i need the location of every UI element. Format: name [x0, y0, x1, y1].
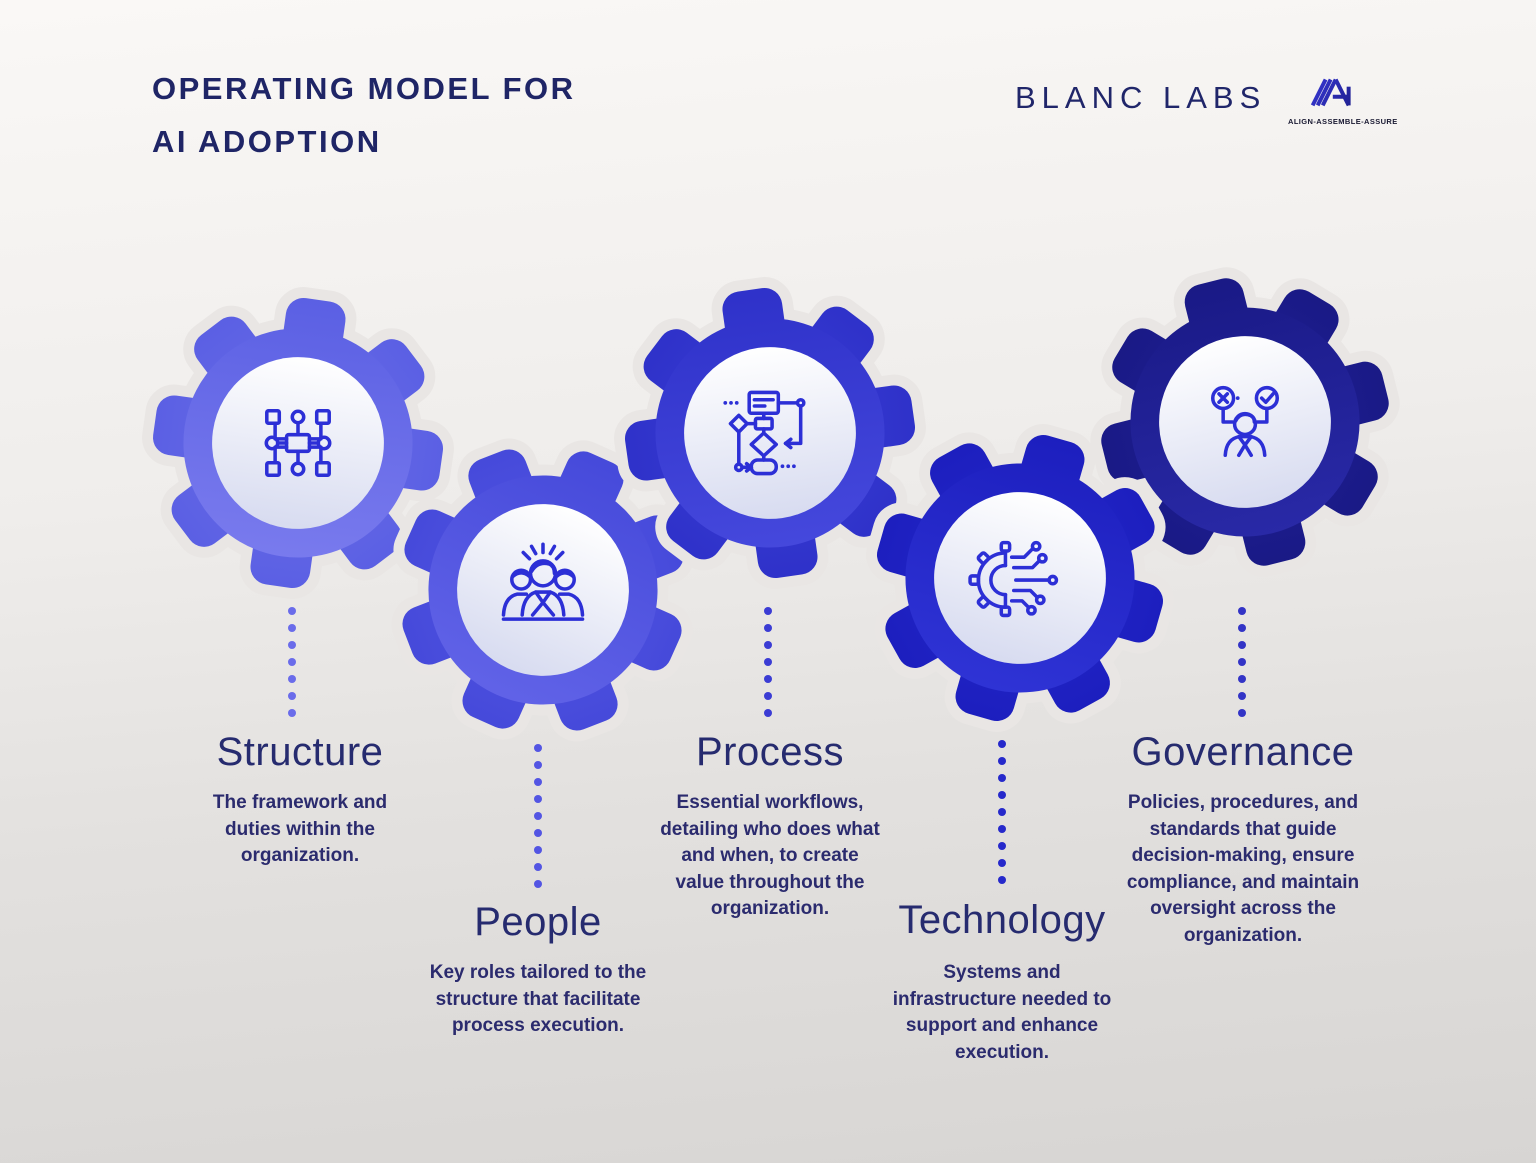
dot	[288, 607, 296, 615]
dot	[1238, 624, 1246, 632]
dot	[534, 795, 542, 803]
dot	[998, 808, 1006, 816]
gear-people	[393, 440, 693, 740]
dot	[764, 675, 772, 683]
dot	[534, 812, 542, 820]
dot	[534, 846, 542, 854]
dot	[288, 709, 296, 717]
heading-process: Process	[696, 730, 844, 774]
page-title-line1: OPERATING MODEL FOR	[152, 71, 576, 106]
dot	[288, 641, 296, 649]
dot	[998, 774, 1006, 782]
decision-person-icon	[1210, 385, 1280, 458]
page-title-line2: AI ADOPTION	[152, 124, 382, 159]
gear-graphic	[601, 264, 940, 603]
dot	[1238, 675, 1246, 683]
description-structure: The framework and duties within the orga…	[212, 792, 388, 867]
blanc-labs-wordmark: BLANC LABS	[1015, 80, 1267, 115]
circuit-gear-icon	[968, 540, 1059, 618]
dot	[764, 692, 772, 700]
dot	[534, 863, 542, 871]
dot	[534, 829, 542, 837]
dot	[998, 757, 1006, 765]
dot	[764, 607, 772, 615]
flowchart-icon	[723, 390, 806, 476]
description-technology: Systems and infrastructure needed to sup…	[892, 962, 1112, 1063]
dot	[764, 658, 772, 666]
dot	[288, 692, 296, 700]
gear-governance	[1095, 272, 1395, 572]
dot	[1238, 607, 1246, 615]
dot	[534, 761, 542, 769]
dot	[288, 624, 296, 632]
dot	[764, 641, 772, 649]
org-structure-icon	[264, 408, 332, 478]
heading-technology: Technology	[898, 898, 1106, 942]
dot	[1238, 658, 1246, 666]
gear-technology	[870, 428, 1170, 728]
page-title: OPERATING MODEL FOR AI ADOPTION	[152, 62, 576, 168]
dot	[764, 624, 772, 632]
dot	[1238, 709, 1246, 717]
dot	[288, 658, 296, 666]
gear-graphic	[129, 274, 468, 613]
dotted-connector-governance	[1238, 607, 1246, 717]
description-governance: Policies, procedures, and standards that…	[1126, 792, 1360, 946]
gear-graphic	[1063, 240, 1427, 604]
dotted-connector-people	[534, 744, 542, 888]
description-process: Essential workflows, detailing who does …	[660, 792, 880, 920]
dot	[764, 709, 772, 717]
dotted-connector-structure	[288, 607, 296, 717]
dot	[534, 778, 542, 786]
dot	[998, 876, 1006, 884]
dot	[1238, 692, 1246, 700]
dot	[534, 744, 542, 752]
dot	[998, 859, 1006, 867]
dot	[534, 880, 542, 888]
dot	[288, 675, 296, 683]
dotted-connector-process	[764, 607, 772, 717]
gear-graphic	[345, 392, 741, 788]
aa-tagline: ALIGN-ASSEMBLE-ASSURE	[1288, 117, 1398, 126]
dot	[1238, 641, 1246, 649]
dot	[998, 842, 1006, 850]
dot	[998, 825, 1006, 833]
heading-governance: Governance	[1131, 730, 1355, 774]
gear-structure	[148, 293, 448, 593]
description-people: Key roles tailored to the structure that…	[429, 962, 647, 1037]
gear-process	[620, 283, 920, 583]
dotted-connector-technology	[998, 740, 1006, 884]
team-icon	[501, 542, 585, 621]
heading-structure: Structure	[216, 730, 384, 774]
dot	[998, 740, 1006, 748]
aa-monogram-logo: ALIGN-ASSEMBLE-ASSURE	[1288, 68, 1398, 126]
gear-graphic	[834, 392, 1205, 763]
aa-monogram-icon	[1310, 78, 1351, 107]
dot	[998, 791, 1006, 799]
heading-people: People	[474, 900, 602, 944]
